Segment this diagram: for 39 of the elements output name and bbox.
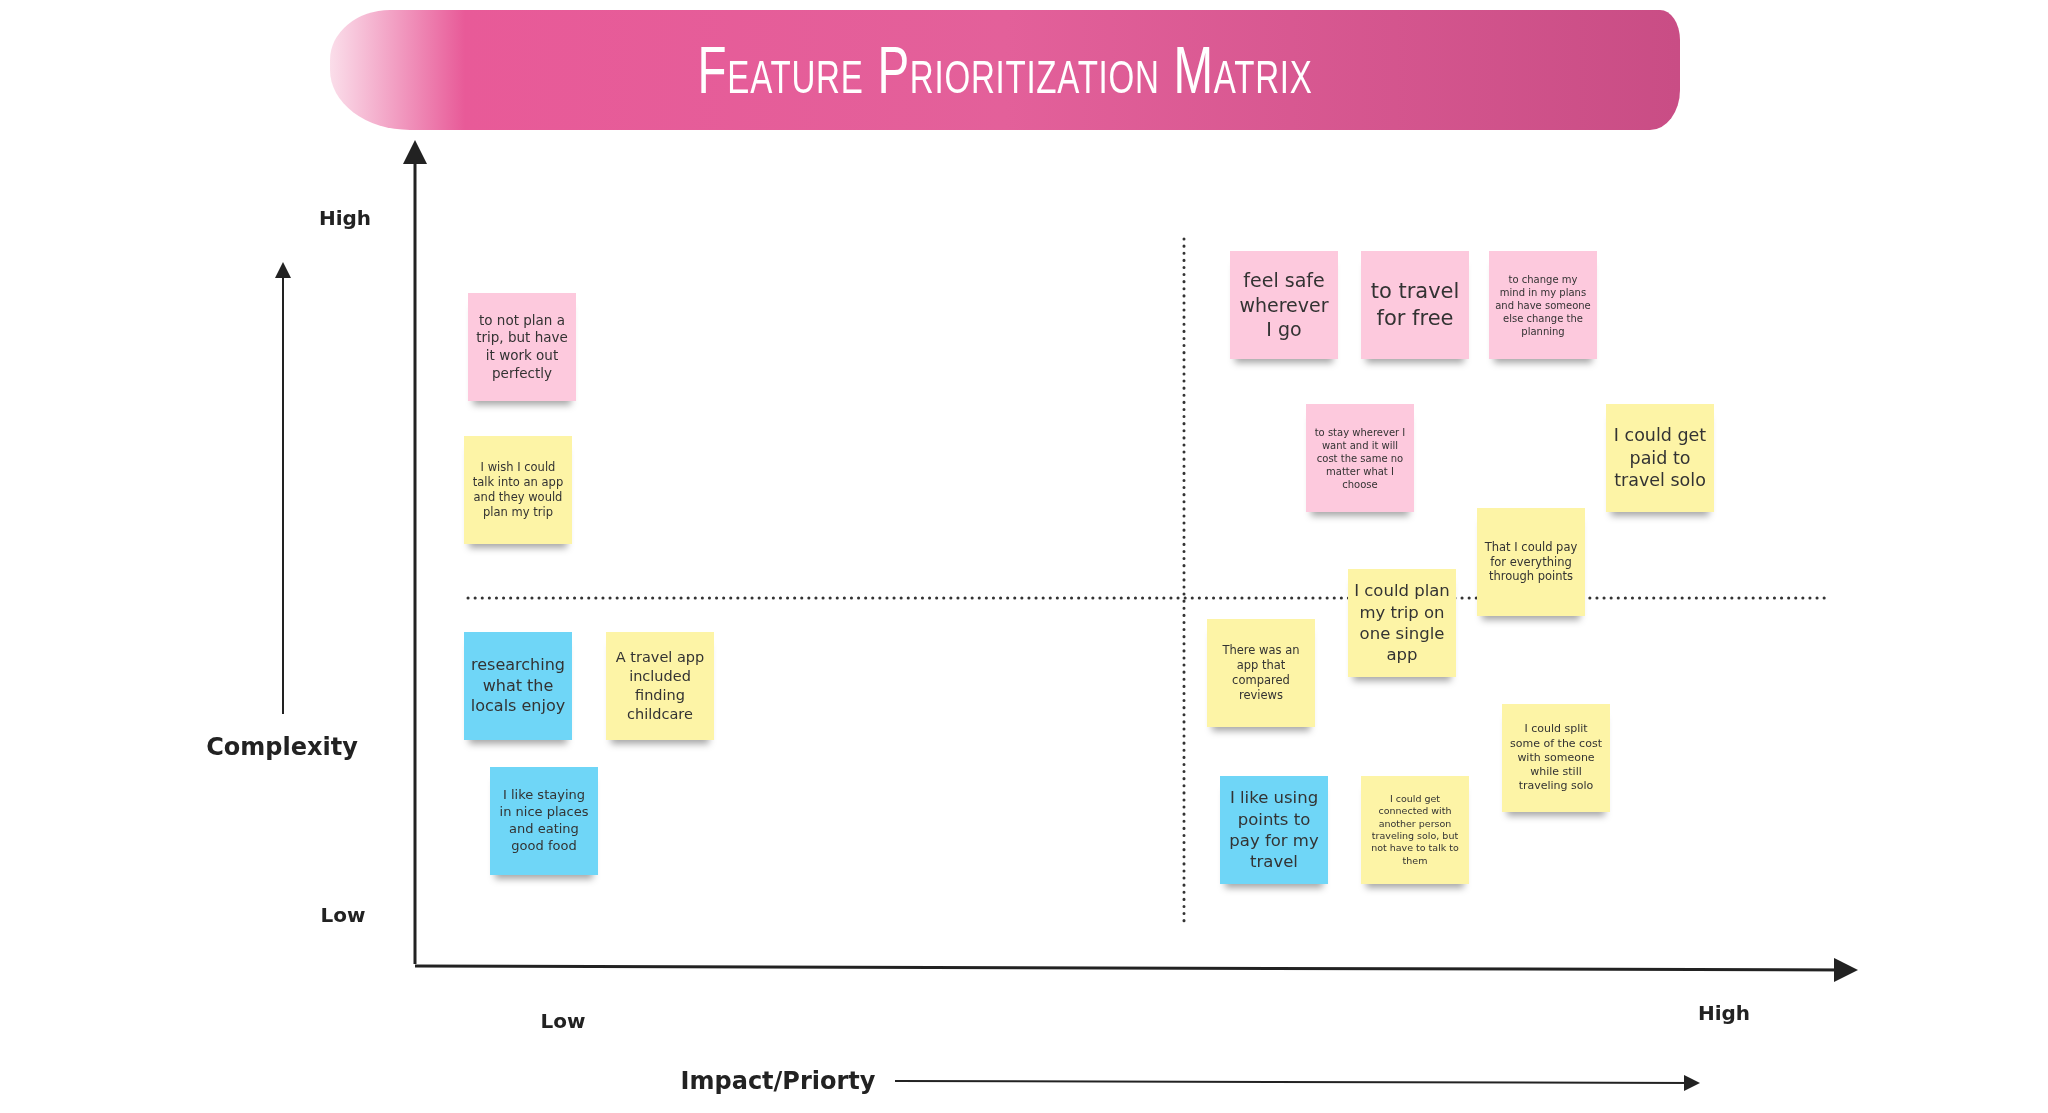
note-text: I could get connected with another person traveling solo, but not have to talk to them	[1370, 792, 1460, 868]
axis-label: High	[1697, 1001, 1751, 1025]
sticky-note	[606, 632, 714, 740]
title: Feature Prioritization Matrix	[697, 32, 1313, 108]
note-text: A travel app included finding childcare	[614, 648, 706, 724]
sticky-note	[1230, 251, 1338, 359]
sticky-note	[1207, 619, 1315, 727]
note-text: I like using points to pay for my travel	[1228, 787, 1320, 873]
sticky-note	[1306, 404, 1414, 512]
note-text: I could get paid to travel solo	[1612, 423, 1708, 493]
sticky-note	[1361, 776, 1469, 884]
note-text: I could plan my trip on one single app	[1354, 580, 1450, 666]
axis-label: Complexity	[206, 733, 358, 761]
sticky-note	[1489, 251, 1597, 359]
sticky-note	[1606, 404, 1714, 512]
note-text: There was an app that compared reviews	[1221, 643, 1301, 703]
note-text: I could split some of the cost with someone while still traveling solo	[1509, 722, 1603, 794]
sticky-note	[1361, 251, 1469, 359]
axis-label: High	[318, 206, 372, 230]
note-text: That I could pay for everything through points	[1483, 539, 1579, 585]
note-text: to change my mind in my plans and have someone else change the planning	[1495, 272, 1591, 338]
axis-label: Low	[320, 903, 366, 927]
note-text: I wish I could talk into an app and they would plan my trip	[471, 460, 565, 520]
sticky-note	[464, 436, 572, 544]
note-text: feel safe wherever I go	[1238, 267, 1330, 343]
axis-label: Low	[540, 1009, 586, 1033]
note-text: to not plan a trip, but have it work out perfectly	[475, 311, 569, 383]
sticky-note	[1477, 508, 1585, 616]
sticky-note	[1220, 776, 1328, 884]
note-text: I like staying in nice places and eating good food	[498, 787, 590, 855]
sticky-note	[464, 632, 572, 740]
note-text: to stay wherever I want and it will cost the same no matter what I choose	[1313, 425, 1407, 491]
axis-label: Impact/Priorty	[680, 1067, 876, 1095]
sticky-note	[468, 293, 576, 401]
note-text: to travel for free	[1369, 277, 1461, 332]
note-text: researching what the locals enjoy	[470, 654, 566, 718]
sticky-note	[1502, 704, 1610, 812]
sticky-note	[490, 767, 598, 875]
sticky-note	[1348, 569, 1456, 677]
